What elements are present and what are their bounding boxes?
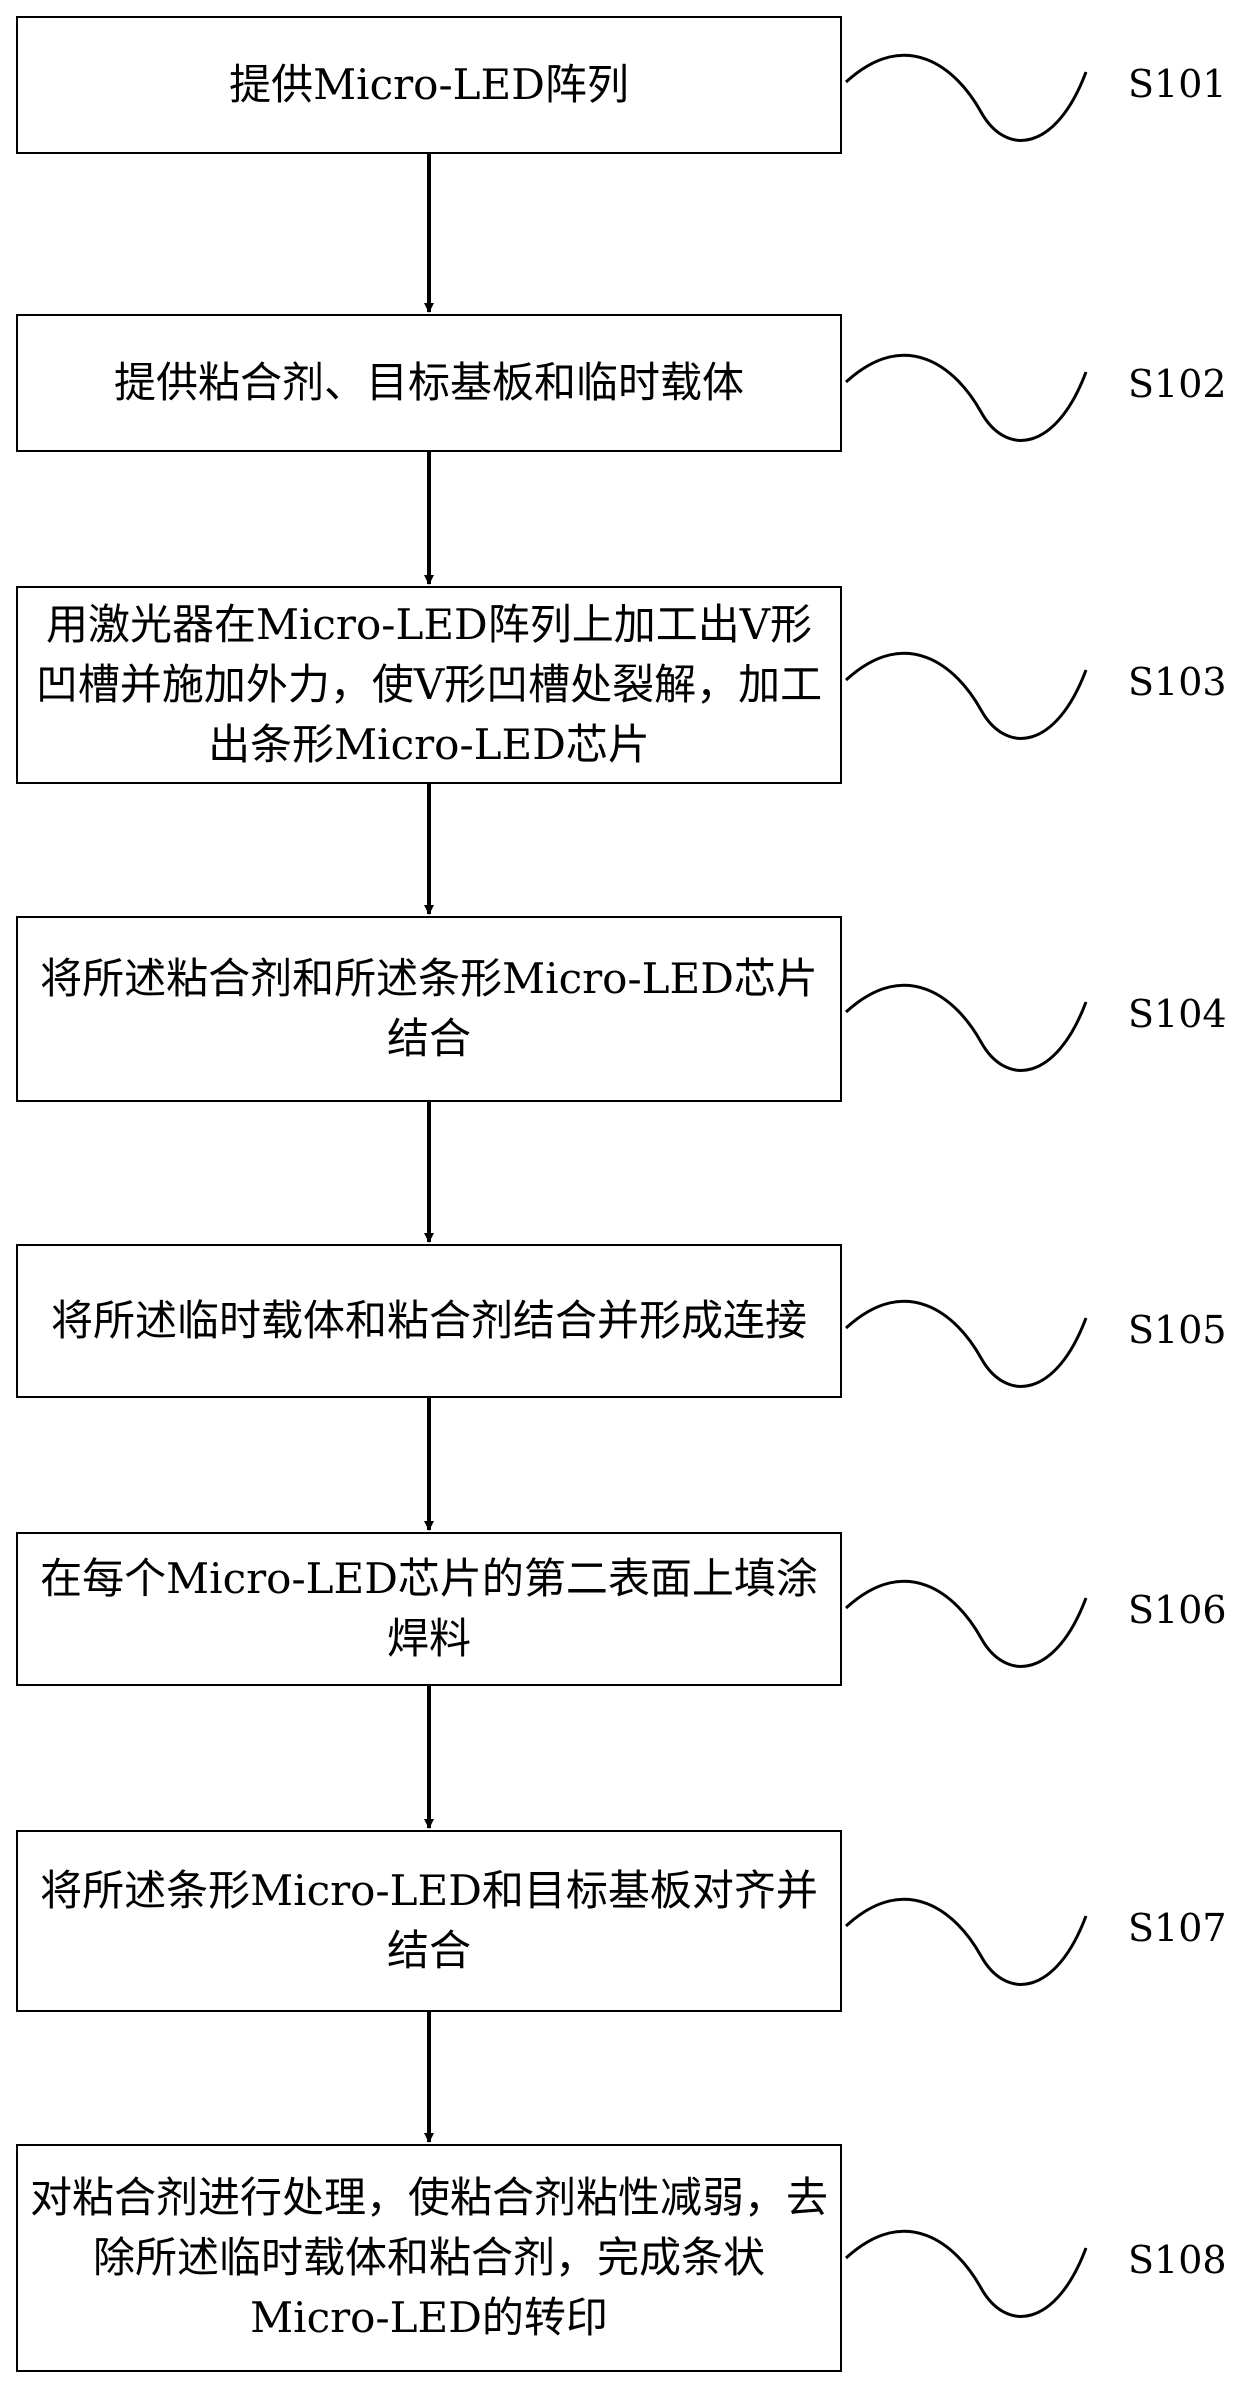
leader-squiggle-s101	[846, 55, 1086, 140]
leader-squiggle-s106	[846, 1581, 1086, 1666]
step-text-s108: 对粘合剂进行处理，使粘合剂粘性减弱，去除所述临时载体和粘合剂，完成条状Micro…	[18, 2168, 840, 2348]
step-label-s105: S105	[1128, 1310, 1227, 1350]
step-box-s107: 将所述条形Micro-LED和目标基板对齐并结合	[16, 1830, 842, 2012]
leader-squiggle-s107	[846, 1899, 1086, 1984]
step-box-s105: 将所述临时载体和粘合剂结合并形成连接	[16, 1244, 842, 1398]
step-text-s107: 将所述条形Micro-LED和目标基板对齐并结合	[18, 1861, 840, 1981]
step-label-s107: S107	[1128, 1908, 1227, 1948]
step-box-s103: 用激光器在Micro-LED阵列上加工出V形凹槽并施加外力，使V形凹槽处裂解，加…	[16, 586, 842, 784]
step-box-s104: 将所述粘合剂和所述条形Micro-LED芯片结合	[16, 916, 842, 1102]
step-label-s104: S104	[1128, 994, 1227, 1034]
leader-squiggle-s108	[846, 2231, 1086, 2316]
step-box-s106: 在每个Micro-LED芯片的第二表面上填涂焊料	[16, 1532, 842, 1686]
step-label-s108: S108	[1128, 2240, 1227, 2280]
step-label-s106: S106	[1128, 1590, 1227, 1630]
step-text-s101: 提供Micro-LED阵列	[221, 55, 637, 115]
step-text-s103: 用激光器在Micro-LED阵列上加工出V形凹槽并施加外力，使V形凹槽处裂解，加…	[18, 595, 840, 775]
step-text-s104: 将所述粘合剂和所述条形Micro-LED芯片结合	[18, 949, 840, 1069]
step-box-s108: 对粘合剂进行处理，使粘合剂粘性减弱，去除所述临时载体和粘合剂，完成条状Micro…	[16, 2144, 842, 2372]
step-box-s102: 提供粘合剂、目标基板和临时载体	[16, 314, 842, 452]
leader-squiggle-s103	[846, 653, 1086, 738]
step-label-s102: S102	[1128, 364, 1227, 404]
step-text-s102: 提供粘合剂、目标基板和临时载体	[106, 353, 752, 413]
step-label-s103: S103	[1128, 662, 1227, 702]
step-text-s105: 将所述临时载体和粘合剂结合并形成连接	[43, 1291, 815, 1351]
leader-squiggle-s105	[846, 1301, 1086, 1386]
leader-squiggle-s102	[846, 355, 1086, 440]
step-box-s101: 提供Micro-LED阵列	[16, 16, 842, 154]
step-text-s106: 在每个Micro-LED芯片的第二表面上填涂焊料	[18, 1549, 840, 1669]
step-label-s101: S101	[1128, 64, 1227, 104]
leader-squiggle-s104	[846, 985, 1086, 1070]
